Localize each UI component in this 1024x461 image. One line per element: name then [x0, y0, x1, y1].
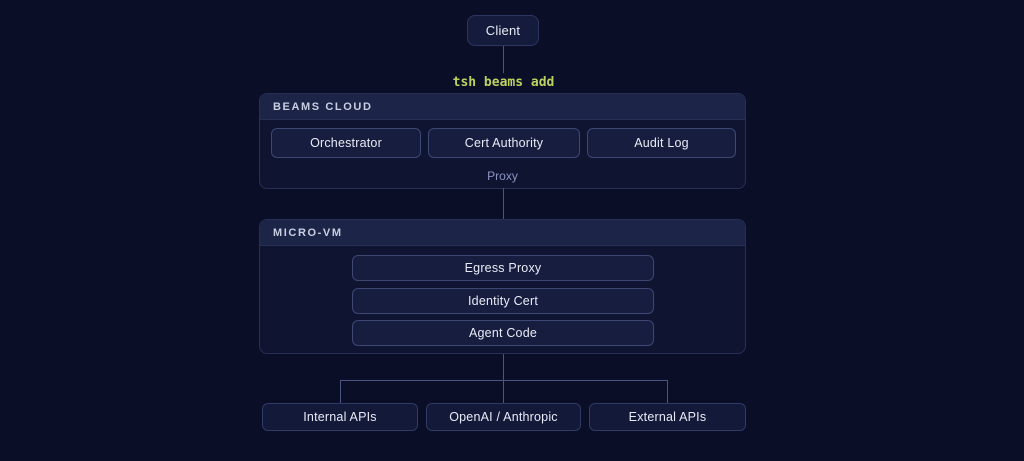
beams-cloud-header: BEAMS CLOUD: [260, 94, 745, 120]
egress-proxy-node: Egress Proxy: [352, 255, 654, 281]
connector-vm-down: [503, 354, 504, 380]
egress-proxy-node-label: Egress Proxy: [464, 261, 542, 275]
connector-client-to-cloud: [503, 46, 504, 73]
internal-apis-node-label: Internal APIs: [303, 410, 377, 424]
beams-cloud-title: BEAMS CLOUD: [273, 100, 373, 113]
identity-cert-node-label: Identity Cert: [468, 294, 538, 308]
connector-drop-internal: [340, 380, 341, 403]
identity-cert-node: Identity Cert: [352, 288, 654, 314]
micro-vm-header: MICRO-VM: [260, 220, 745, 246]
proxy-label: Proxy: [487, 169, 518, 183]
connector-drop-external: [667, 380, 668, 403]
audit-log-node-label: Audit Log: [634, 136, 689, 150]
openai-anthropic-node-label: OpenAI / Anthropic: [449, 410, 558, 424]
agent-code-node-label: Agent Code: [468, 326, 538, 340]
command-label: tsh beams add: [452, 75, 555, 90]
client-node-label: Client: [485, 23, 521, 38]
openai-anthropic-node: OpenAI / Anthropic: [426, 403, 581, 431]
client-node: Client: [467, 15, 539, 46]
cert-authority-node-label: Cert Authority: [464, 136, 544, 150]
micro-vm-title: MICRO-VM: [273, 226, 343, 239]
connector-drop-openai: [503, 380, 504, 403]
orchestrator-node: Orchestrator: [271, 128, 421, 158]
audit-log-node: Audit Log: [587, 128, 736, 158]
orchestrator-node-label: Orchestrator: [310, 136, 382, 150]
internal-apis-node: Internal APIs: [262, 403, 418, 431]
external-apis-node-label: External APIs: [628, 410, 707, 424]
external-apis-node: External APIs: [589, 403, 746, 431]
connector-cloud-to-vm: [503, 188, 504, 219]
connector-branch: [340, 380, 668, 381]
agent-code-node: Agent Code: [352, 320, 654, 346]
cert-authority-node: Cert Authority: [428, 128, 580, 158]
